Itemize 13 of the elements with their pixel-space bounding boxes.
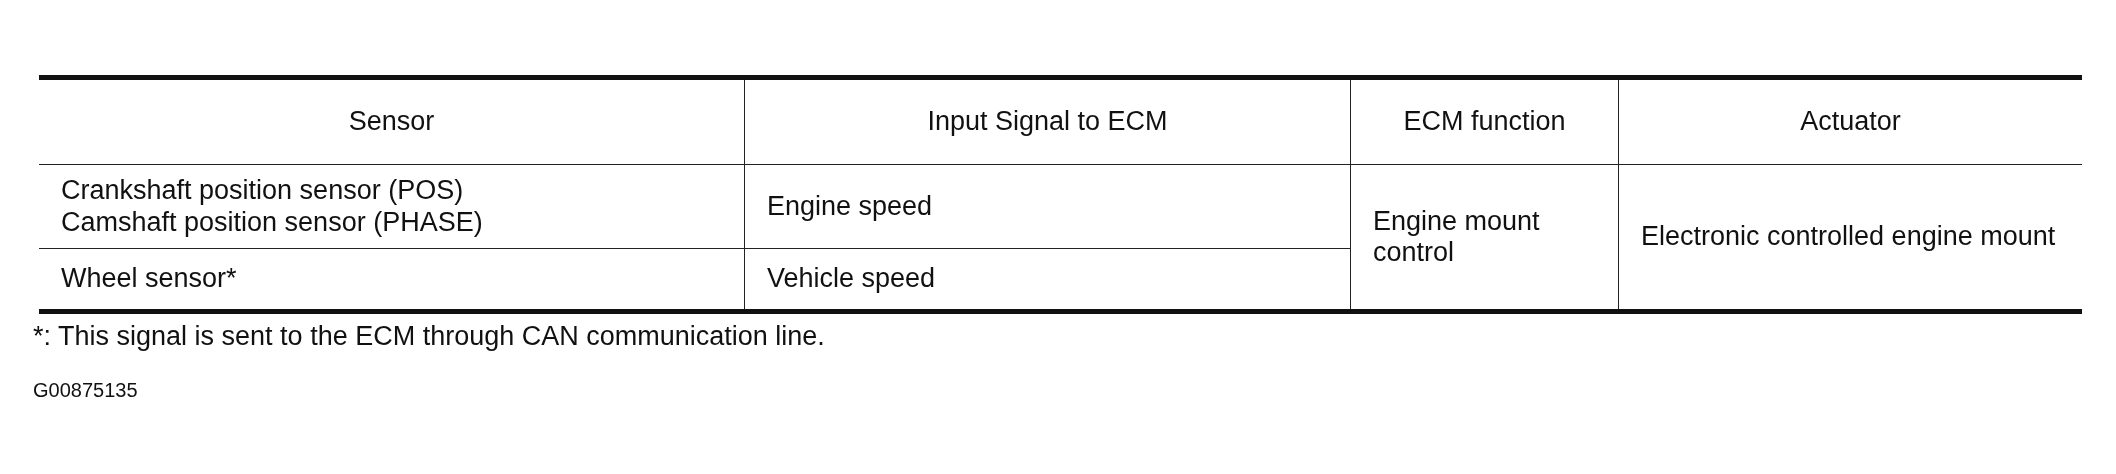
figure-code: G00875135: [33, 379, 138, 402]
table-text: Electronic controlled engine mount: [1641, 221, 2056, 253]
column-header: Actuator: [1800, 106, 1901, 138]
table-text: Engine mount control: [1373, 205, 1541, 269]
table-text: Camshaft position sensor (PHASE): [61, 206, 483, 238]
column-header: Sensor: [348, 106, 435, 138]
footnote: *: This signal is sent to the ECM through CAN communication line.: [33, 321, 825, 353]
column-header: Input Signal to ECM: [927, 106, 1168, 138]
column-header: ECM function: [1403, 106, 1566, 138]
table-text: Wheel sensor*: [61, 263, 237, 295]
table-text: Vehicle speed: [767, 263, 936, 295]
table-text: Engine speed: [767, 190, 933, 222]
table-text: Crankshaft position sensor (POS): [61, 175, 464, 207]
